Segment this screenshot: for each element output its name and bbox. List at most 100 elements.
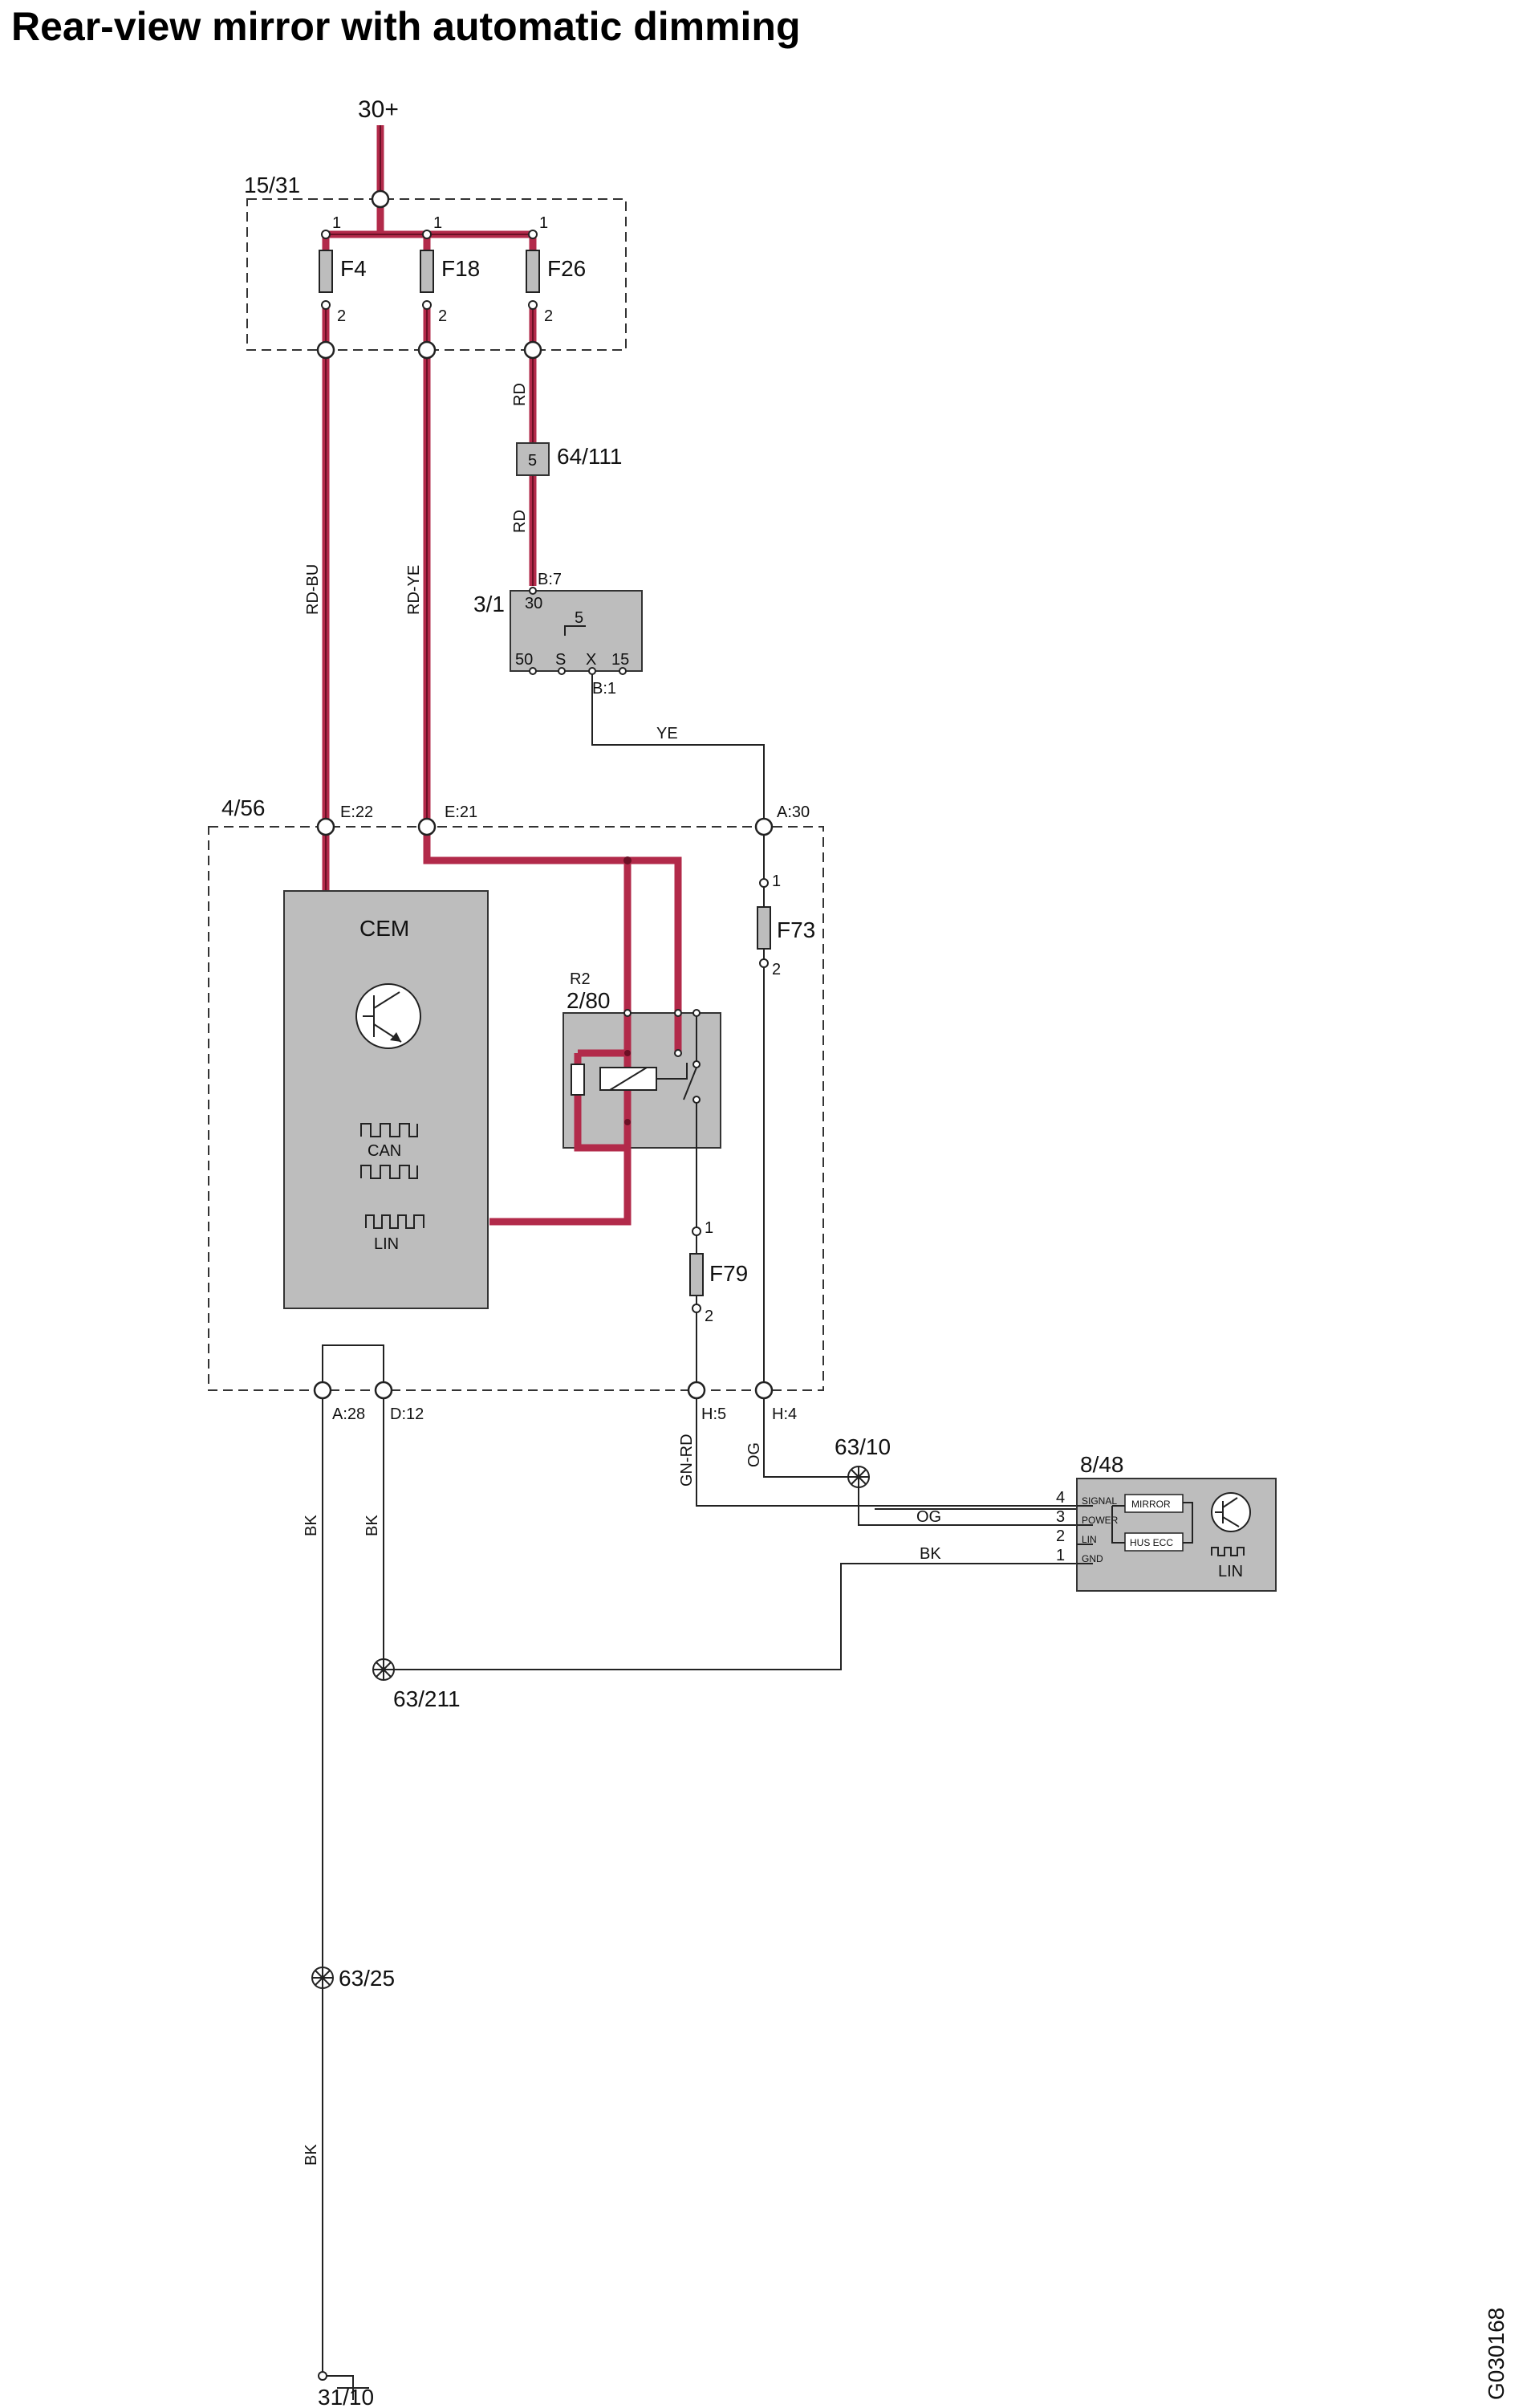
svg-text:3/1: 3/1 [473, 592, 505, 616]
svg-text:2: 2 [544, 307, 553, 325]
fuse-f4: 1 2 F4 [319, 214, 367, 325]
svg-text:50: 50 [515, 651, 533, 669]
svg-text:R2: R2 [570, 970, 591, 988]
svg-text:30: 30 [525, 595, 542, 612]
svg-text:F73: F73 [777, 917, 815, 942]
can-bus-icon: CAN [360, 1123, 418, 1179]
mirror-module: 8/48 4 3 2 1 SIGNAL POWER LIN GND MIRROR… [1056, 1452, 1277, 1592]
svg-text:B:1: B:1 [592, 680, 616, 698]
supply-label: 30+ [358, 96, 399, 123]
page-title: Rear-view mirror with automatic dimming [11, 4, 801, 49]
ground-label: 31/10 [318, 2385, 374, 2408]
cem-pin-h5 [687, 1381, 706, 1400]
svg-text:POWER: POWER [1082, 1515, 1119, 1526]
cem-pin-e22-label: E:22 [340, 803, 373, 821]
svg-text:1: 1 [539, 214, 548, 232]
fusebox-outline [246, 198, 627, 351]
wire-color-ground-lower: BK [303, 2144, 320, 2166]
svg-text:S: S [555, 651, 566, 669]
cem-pin-a30 [754, 817, 774, 836]
svg-text:4: 4 [1056, 1489, 1065, 1507]
cem-pin-h5-label: H:5 [701, 1405, 726, 1423]
fusebox-id: 15/31 [244, 173, 300, 197]
svg-text:LIN: LIN [1082, 1534, 1097, 1545]
svg-text:2: 2 [772, 961, 781, 978]
svg-text:LIN: LIN [374, 1235, 399, 1253]
svg-text:CAN: CAN [368, 1142, 401, 1160]
transistor-icon [1211, 1492, 1251, 1532]
svg-text:63/211: 63/211 [393, 1686, 461, 1711]
cem-id: 4/56 [221, 795, 266, 820]
cem-pin-a28 [313, 1381, 332, 1400]
wire-color-a28: BK [303, 1515, 320, 1536]
svg-text:GND: GND [1082, 1553, 1103, 1564]
wire-color-splice-og: OG [916, 1508, 941, 1526]
svg-text:1: 1 [433, 214, 442, 232]
cem-pin-d12 [374, 1381, 393, 1400]
svg-text:2: 2 [705, 1308, 713, 1325]
svg-text:CEM: CEM [359, 916, 409, 941]
ignition-switch: 3/1 B:7 30 5 50 S X 15 B:1 [473, 571, 643, 698]
svg-text:5: 5 [528, 452, 537, 470]
connector-64-111: 5 64/111 [516, 442, 622, 476]
cem-pin-a30-label: A:30 [777, 803, 810, 821]
svg-text:2: 2 [438, 307, 447, 325]
svg-text:1: 1 [1056, 1547, 1065, 1564]
relay-r2: R2 2/80 [562, 856, 721, 1152]
cem-pin-e21 [417, 817, 437, 836]
cem-pin-a28-label: A:28 [332, 1405, 365, 1423]
svg-text:1: 1 [772, 872, 781, 890]
fusebox-out-f26 [523, 340, 542, 360]
fusebox-out-f4 [316, 340, 335, 360]
svg-text:B:7: B:7 [538, 571, 562, 588]
fuse-f79: 1 F79 2 [689, 1148, 748, 1325]
splice-63-10: 63/10 [835, 1434, 891, 1488]
svg-text:LIN: LIN [1218, 1563, 1243, 1580]
cem-pin-h4-label: H:4 [772, 1405, 797, 1423]
ground-terminal [318, 2371, 327, 2381]
wire-color-mirror-gnd: BK [920, 1545, 941, 1563]
cem-block: CEM CAN LIN [283, 890, 489, 1309]
svg-text:2: 2 [1056, 1527, 1065, 1545]
svg-text:3: 3 [1056, 1508, 1065, 1526]
figure-id: G030168 [1484, 2308, 1509, 2400]
splice-63-25: 63/25 [311, 1966, 395, 1991]
svg-text:F18: F18 [441, 256, 480, 281]
wire-color-ign-out: YE [656, 725, 678, 742]
transistor-icon [355, 983, 421, 1049]
svg-text:HUS ECC: HUS ECC [1130, 1537, 1173, 1548]
cem-pin-e21-label: E:21 [445, 803, 477, 821]
svg-text:1: 1 [332, 214, 341, 232]
fuse-f26: 1 2 F26 [526, 214, 586, 325]
cem-pin-e22 [316, 817, 335, 836]
wire-color-f26-lower: RD [511, 510, 529, 533]
cem-outline [208, 826, 824, 1391]
wire-color-f4: RD-BU [304, 564, 322, 615]
svg-text:15: 15 [611, 651, 629, 669]
svg-text:63/10: 63/10 [835, 1434, 891, 1459]
wire-color-f18: RD-YE [405, 565, 423, 615]
svg-text:1: 1 [705, 1219, 713, 1237]
fuse-f18: 1 2 F18 [420, 214, 480, 325]
wire-color-d12: BK [363, 1515, 381, 1536]
svg-text:63/25: 63/25 [339, 1966, 395, 1991]
supply-connector [371, 189, 390, 209]
svg-text:2/80: 2/80 [567, 988, 611, 1013]
svg-text:MIRROR: MIRROR [1131, 1499, 1171, 1510]
svg-text:F26: F26 [547, 256, 586, 281]
wire-color-h4: OG [745, 1442, 763, 1467]
wire-color-f26-upper: RD [511, 383, 529, 406]
svg-text:F79: F79 [709, 1261, 748, 1286]
cem-pin-h4 [754, 1381, 774, 1400]
fusebox-out-f18 [417, 340, 437, 360]
svg-text:X: X [586, 651, 596, 669]
svg-text:2: 2 [337, 307, 346, 325]
svg-text:5: 5 [575, 609, 583, 627]
splice-63-211: 63/211 [372, 1658, 461, 1711]
lin-bus-icon: LIN [365, 1214, 424, 1253]
svg-text:SIGNAL: SIGNAL [1082, 1495, 1117, 1507]
cem-pin-d12-label: D:12 [390, 1405, 424, 1423]
fuse-f73: 1 F73 2 [757, 872, 815, 978]
svg-text:64/111: 64/111 [557, 444, 622, 469]
